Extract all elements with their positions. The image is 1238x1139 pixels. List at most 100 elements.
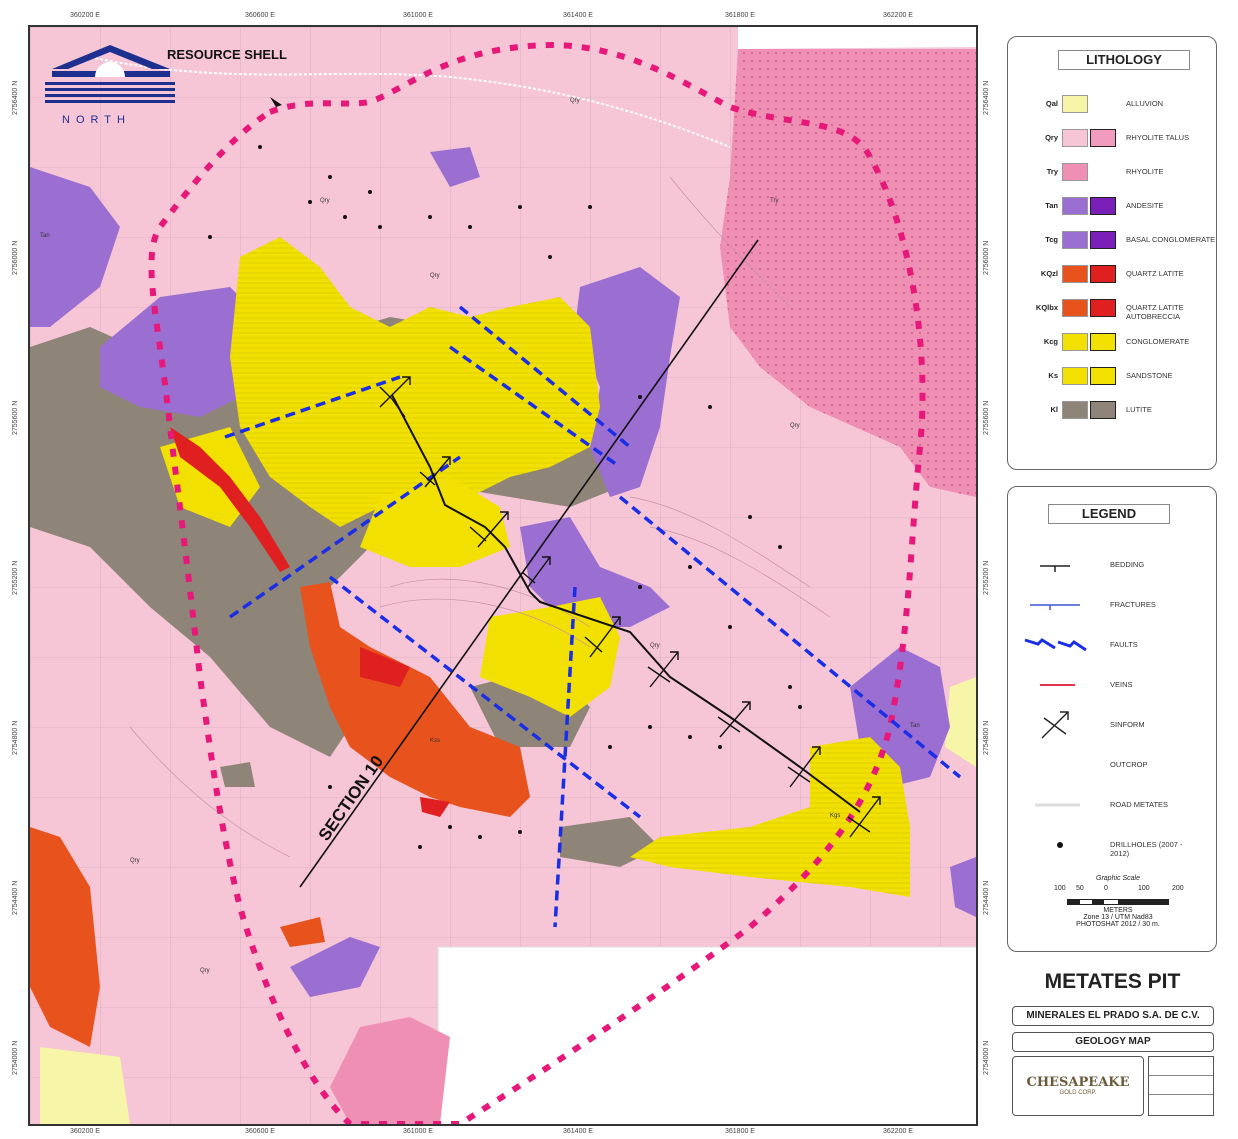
lithology-code: KQlbx [1035, 303, 1058, 312]
andesite-area [430, 147, 480, 187]
company-name: MINERALES EL PRADO S.A. DE C.V. [1012, 1006, 1214, 1026]
legend-item-drillholes: DRILLHOLES (2007 - 2012) [1020, 830, 1210, 860]
lithology-label: ALLUVION [1126, 99, 1164, 108]
lithology-label: QUARTZ LATITE [1126, 269, 1184, 278]
svg-text:Qry: Qry [650, 643, 660, 649]
easting-tick-top: 361400 E [563, 12, 593, 19]
svg-text:Qry: Qry [570, 98, 580, 104]
quartz-latite-red [420, 797, 450, 817]
quartz-latite-red [360, 647, 410, 687]
lithology-code: Kl [1050, 405, 1059, 414]
map-title: METATES PIT [1044, 970, 1181, 993]
northing-tick-left: 2756400 N [12, 80, 19, 115]
svg-text:Try: Try [770, 198, 778, 204]
northing-tick-left: 2754800 N [12, 720, 19, 755]
quartz-latite-area [280, 917, 325, 947]
logo-box: CHESAPEAKE GOLD CORP. [1012, 1056, 1144, 1116]
contour-lines [129, 176, 831, 858]
lithology-swatch-outlined [1090, 197, 1116, 215]
lithology-swatch [1062, 299, 1088, 317]
easting-tick-bottom: 361400 E [563, 1128, 593, 1135]
veins-icon [1040, 684, 1075, 686]
northing-tick-right: 2754000 N [983, 1040, 990, 1075]
unit-labels: Qry Qry Try Tan Qry Qry Tan Kss Qry Qry … [40, 98, 920, 974]
svg-text:Qry: Qry [200, 968, 210, 974]
andesite-area [290, 937, 380, 997]
andesite-area [520, 517, 670, 627]
quartz-latite-red [170, 427, 290, 572]
northing-tick-left: 2754400 N [12, 880, 19, 915]
lithology-swatch [1062, 265, 1088, 283]
northing-tick-left: 2755600 N [12, 400, 19, 435]
legend-item-outcrop: OUTCROP [1020, 750, 1210, 780]
lithology-swatch-outlined [1090, 231, 1116, 249]
legend-label: SINFORM [1110, 720, 1145, 729]
lithology-swatch-outlined [1090, 367, 1116, 385]
lithology-swatch [1062, 333, 1088, 351]
scale-title: Graphic Scale [1096, 875, 1140, 882]
outcrop-area [437, 946, 976, 1124]
easting-tick-top: 361000 E [403, 12, 433, 19]
legend-title: LEGEND [1048, 504, 1170, 524]
lithology-label: CONGLOMERATE [1126, 337, 1190, 346]
legend-label: OUTCROP [1110, 760, 1148, 769]
lithology-item: Tcg BASAL CONGLOMERATE [1020, 229, 1215, 251]
andesite-area [30, 167, 120, 327]
svg-text:Tan: Tan [910, 723, 920, 729]
easting-tick-top: 360200 E [70, 12, 100, 19]
lithology-swatch [1062, 231, 1088, 249]
svg-text:Qry: Qry [430, 273, 440, 279]
title-block: METATES PIT MINERALES EL PRADO S.A. DE C… [1000, 960, 1225, 1128]
lithology-label: BASAL CONGLOMERATE [1126, 235, 1216, 244]
svg-text:Tan: Tan [40, 233, 50, 239]
lithology-code: Ks [1048, 371, 1058, 380]
easting-tick-bottom: 360200 E [70, 1128, 100, 1135]
svg-text:Kgs: Kgs [830, 813, 840, 819]
lithology-swatch [1062, 95, 1088, 113]
lithology-code: Tcg [1045, 235, 1058, 244]
scale-tick: 0 [1104, 885, 1108, 892]
northing-tick-left: 2756000 N [12, 240, 19, 275]
scale-tick: 50 [1076, 885, 1084, 892]
northing-tick-right: 2754800 N [983, 720, 990, 755]
legend-item-sinform: SINFORM [1020, 710, 1210, 740]
scale-tick: 200 [1172, 885, 1184, 892]
lithology-label: RHYOLITE [1126, 167, 1164, 176]
lithology-swatch-outlined [1090, 299, 1116, 317]
lithology-label: LUTITE [1126, 405, 1152, 414]
bedding-icon [1040, 565, 1070, 572]
quartz-latite-area [30, 827, 100, 1047]
lithology-swatch [1062, 129, 1088, 147]
resource-shell-label: RESOURCE SHELL [167, 47, 287, 62]
lithology-code: Qal [1045, 99, 1058, 108]
legend-label: FAULTS [1110, 640, 1138, 649]
arrow-icon [270, 97, 282, 107]
northing-tick-right: 2755600 N [983, 400, 990, 435]
northing-tick-left: 2755200 N [12, 560, 19, 595]
lithology-swatch [1062, 163, 1088, 181]
lithology-swatch [1062, 197, 1088, 215]
northing-tick-right: 2754400 N [983, 880, 990, 915]
northing-tick-left: 2754000 N [12, 1040, 19, 1075]
lithology-label: ANDESITE [1126, 201, 1164, 210]
faults [224, 305, 962, 928]
rhyolite-area [330, 1017, 450, 1124]
andesite-area [575, 267, 680, 497]
logo-sub: GOLD CORP. [1059, 1090, 1097, 1096]
lithology-item: Kl LUTITE [1020, 399, 1210, 421]
lithology-label: RHYOLITE TALUS [1126, 133, 1190, 142]
easting-tick-bottom: 361000 E [403, 1128, 433, 1135]
legend-label: ROAD METATES [1110, 800, 1169, 809]
zone-label: Zone 13 / UTM Nad83 [1083, 914, 1153, 921]
logo-text: CHESAPEAKE [1026, 1075, 1130, 1090]
road-icon [1035, 803, 1080, 807]
legend-label: VEINS [1110, 680, 1133, 689]
geology-map: SECTION 10 Qr [28, 25, 978, 1126]
